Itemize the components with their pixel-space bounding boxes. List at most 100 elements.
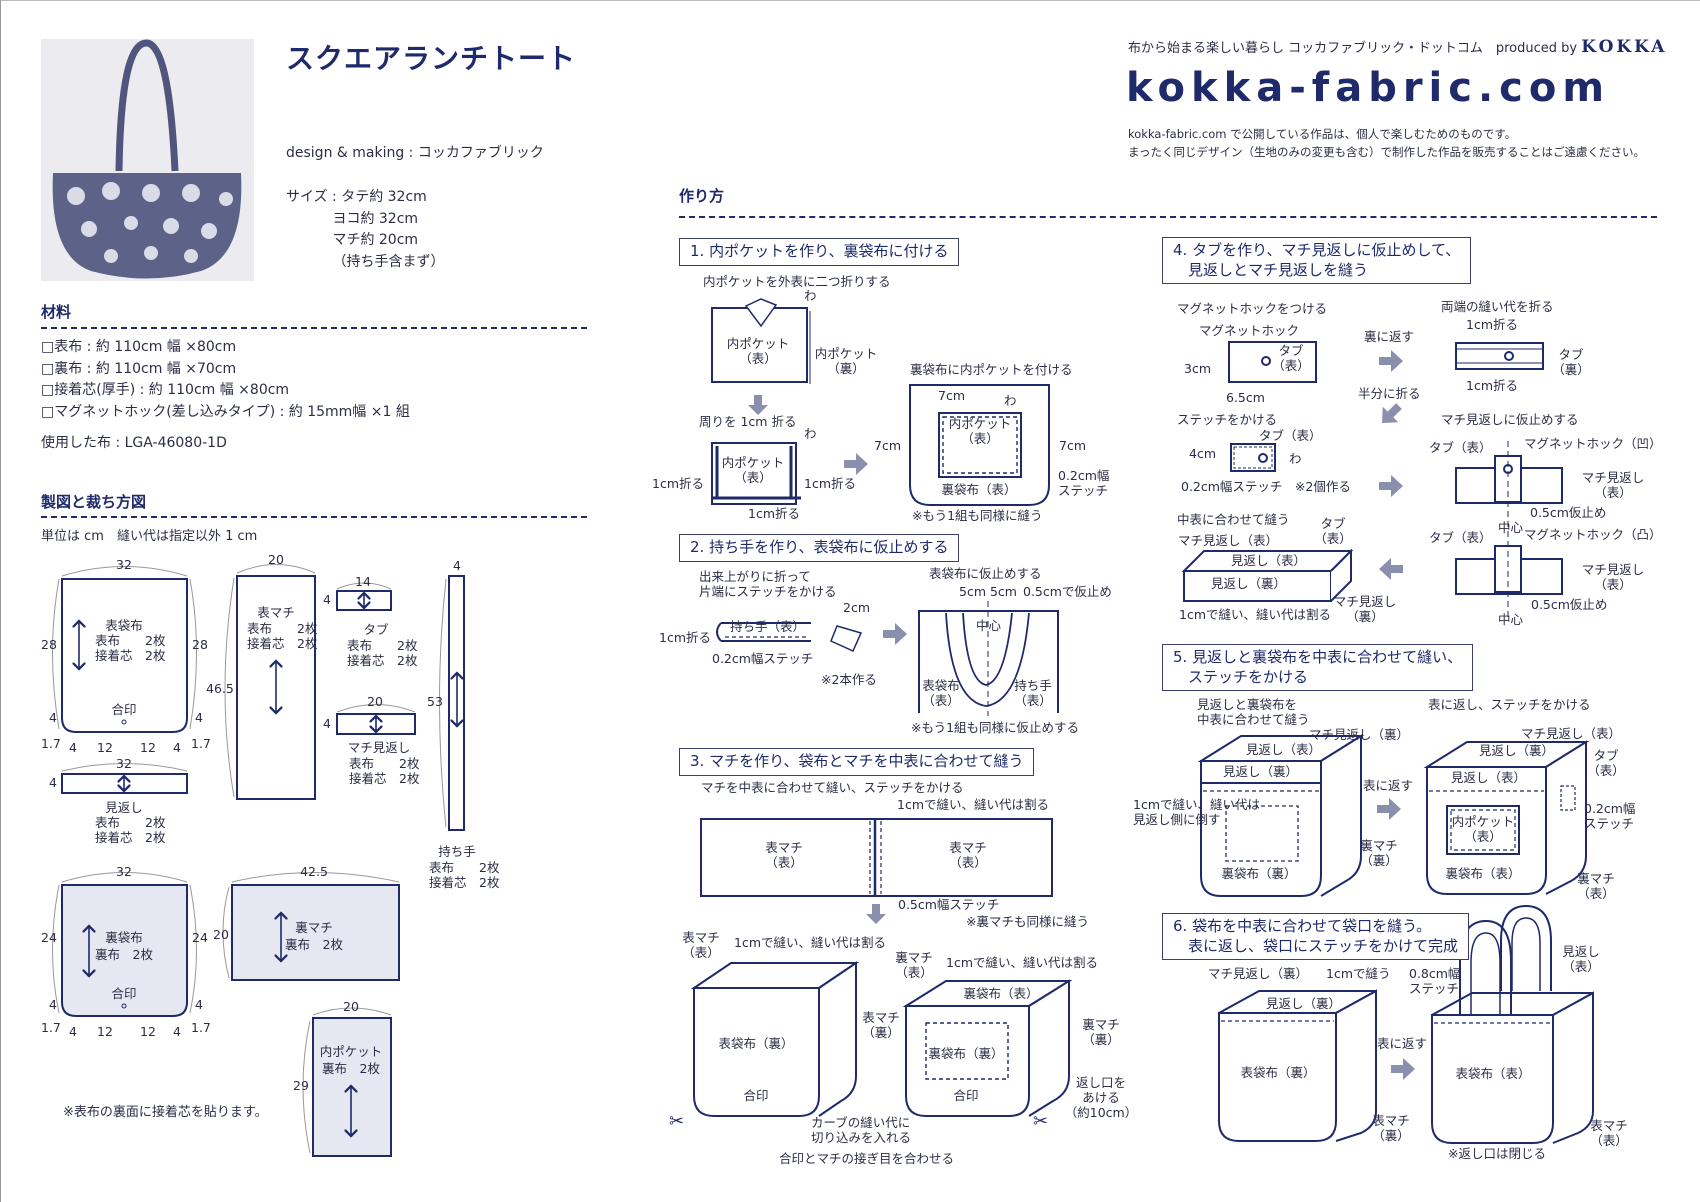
s5-diagram-label: マチ見返し（表） [1521, 726, 1622, 741]
pattern-diagram-label: 見返し [105, 800, 143, 815]
s1-diagram-label: 裏袋布に内ポケットを付ける [910, 362, 1073, 377]
s3-diagram-label: 1cmで縫い、縫い代は割る [734, 935, 887, 950]
s2-diagram-label: 0.5cmで仮止め [1023, 584, 1112, 599]
s1-diagram-label: 内ポケットを外表に二つ折りする [703, 274, 891, 289]
s4-diagram-label: タブ（表） [1429, 530, 1492, 545]
step6-title: 6. 袋布を中表に合わせて袋口を縫う。 表に返し、袋口にステッチをかけて完成 [1162, 913, 1470, 960]
scissors-icon: ✂ [1033, 1111, 1048, 1132]
s2-diagram-label: 中心 [976, 618, 1002, 633]
s5-diagram-label: 裏マチ （裏） [1360, 838, 1398, 868]
arrow-left-icon [1379, 558, 1403, 580]
pattern-diagram-label: 20 [213, 927, 229, 942]
pattern-diagram-label: 4 [49, 710, 57, 725]
pattern-diagram-label: 内ポケット [319, 1044, 383, 1059]
pattern-diagram-label: 20 [268, 552, 284, 567]
pattern-diagram-label: 4 [49, 775, 57, 790]
s1-diagram-label: 内ポケット （表） [948, 416, 1012, 446]
pattern-diagram-label: 4 [69, 740, 77, 755]
pattern-diagram-label: 24 [41, 930, 57, 945]
pattern-diagram-label: 表布 2枚 接着芯 2枚 [429, 860, 500, 890]
arrow-right-icon [1377, 798, 1401, 820]
pattern-diagram-label: 12 [140, 740, 156, 755]
pattern-gusset-facing [336, 704, 416, 735]
s5-diagram-label: タブ （表） [1587, 748, 1625, 778]
tagline-text: 布から始まる楽しい暮らし コッカファブリック・ドットコム produced by [1128, 41, 1578, 56]
s1-diagram-label: 1cm折る [748, 506, 801, 521]
s5-diagram-label: 表に返し、ステッチをかける [1428, 697, 1591, 712]
pattern-diagram-label: 表布 2枚 接着芯 2枚 [95, 815, 166, 845]
s3-diagram-label: 1cmで縫い、縫い代は割る [897, 797, 1050, 812]
arrow-right-icon [1379, 350, 1403, 372]
site-logo: kokka-fabric.com [1126, 65, 1611, 111]
pattern-diagram-label: 裏マチ [295, 920, 333, 935]
s3-diagram-label: ※裏マチも同様に縫う [966, 914, 1089, 929]
divider [41, 516, 587, 518]
s4-diagram-label: 4cm [1189, 446, 1217, 461]
s4-diagram-label: 中心 [1498, 520, 1524, 535]
s6-diagram-label: 表に返す [1377, 1036, 1428, 1051]
pattern-diagram-label: タブ [363, 622, 389, 637]
pattern-facing [61, 763, 188, 794]
pattern-diagram-label: 14 [355, 574, 371, 589]
site-tagline: 布から始まる楽しい暮らし コッカファブリック・ドットコム produced by… [1128, 37, 1667, 57]
s4-diagram-label: 裏に返す [1364, 329, 1415, 344]
s3-diagram-label: 裏マチ （裏） [1082, 1017, 1120, 1047]
arrow-right-icon [1379, 475, 1403, 497]
pattern-diagram-label: 表布 2枚 接着芯 2枚 [349, 756, 420, 786]
pattern-diagram-label: 1.7 [41, 736, 61, 751]
s6-diagram-label: 表マチ （裏） [1372, 1113, 1410, 1143]
pattern-outer-gusset [224, 564, 316, 800]
s4-diagram-label: 0.5cm仮止め [1531, 597, 1608, 612]
s4-diagram-label: タブ （表） [1272, 343, 1310, 373]
unit-note: 単位は cm 縫い代は指定以外 1 cm [41, 529, 258, 544]
s3-diagram-label: 表マチ （表） [682, 930, 720, 960]
s6-diagram-label: 表袋布（裏） [1240, 1065, 1316, 1080]
arrow-down-icon [866, 904, 886, 924]
s4-diagram-label: 0.5cm仮止め [1530, 505, 1607, 520]
step4-diagram [1181, 341, 1563, 621]
pattern-diagram-label: 合印 [111, 986, 137, 1001]
s3-diagram-label: 合印 [953, 1088, 979, 1103]
s6-diagram-label: 0.8cm幅 ステッチ [1409, 966, 1461, 996]
s4-diagram-label: マチ見返し （表） [1581, 562, 1645, 592]
s1-diagram-label: 周りを 1cm 折る [699, 414, 797, 429]
s4-diagram-label: マグネットホック [1199, 323, 1300, 338]
pattern-diagram-label: 合印 [111, 702, 137, 717]
s3-diagram-label: 裏袋布（裏） [928, 1046, 1004, 1061]
arrow-right-icon [844, 453, 868, 475]
divider [41, 327, 587, 329]
s6-diagram-label: 見返し （表） [1562, 944, 1600, 974]
s3-diagram-label: 1cmで縫い、縫い代は割る [946, 955, 1099, 970]
s4-diagram-label: タブ（表） [1429, 440, 1492, 455]
s1-diagram-label: 7cm [874, 438, 902, 453]
s4-diagram-label: マグネットホック（凸） [1524, 527, 1662, 542]
s4-diagram-label: マチ見返し（表） [1178, 533, 1279, 548]
s2-diagram-label: ※もう1組も同様に仮止めする [911, 720, 1080, 735]
s6-diagram-label: 見返し（裏） [1266, 996, 1342, 1011]
step5-diagram [1197, 734, 1590, 897]
s4-diagram-label: タブ （裏） [1552, 347, 1590, 377]
s4-diagram-label: 3cm [1184, 361, 1212, 376]
pattern-diagram-label: 裏袋布 [105, 930, 143, 945]
s5-diagram-label: 見返し（裏） [1223, 764, 1299, 779]
step5-title: 5. 見返しと裏袋布を中表に合わせて縫い、 ステッチをかける [1162, 644, 1474, 691]
pattern-diagram-label: 42.5 [300, 864, 328, 879]
s6-diagram-label: 表マチ （表） [1590, 1118, 1628, 1148]
s1-diagram-label: 1cm折る [652, 476, 705, 491]
s2-diagram-label: 0.2cm幅ステッチ [712, 651, 814, 666]
s2-diagram-label: 出来上がりに折って 片端にステッチをかける [699, 569, 837, 599]
pattern-lining-gusset [222, 872, 400, 981]
s4-diagram-label: タブ（表） [1259, 428, 1322, 443]
s1-diagram-label: 7cm [938, 388, 966, 403]
pattern-diagram-label: 裏布 2枚 [322, 1061, 380, 1076]
s5-diagram-label: 1cmで縫い、縫い代は 見返し側に倒す [1133, 797, 1261, 827]
s5-diagram-label: 見返し（裏） [1479, 743, 1555, 758]
pattern-diagram-label: 4 [195, 710, 203, 725]
step3-title: 3. マチを作り、袋布とマチを中表に合わせて縫う [679, 748, 1035, 776]
s3-diagram-label: 0.5cm幅ステッチ [898, 897, 1000, 912]
pattern-diagram-label: 表マチ [257, 605, 295, 620]
s1-diagram-label: 内ポケット （表） [726, 336, 790, 366]
pattern-diagram-label: 20 [343, 999, 359, 1014]
